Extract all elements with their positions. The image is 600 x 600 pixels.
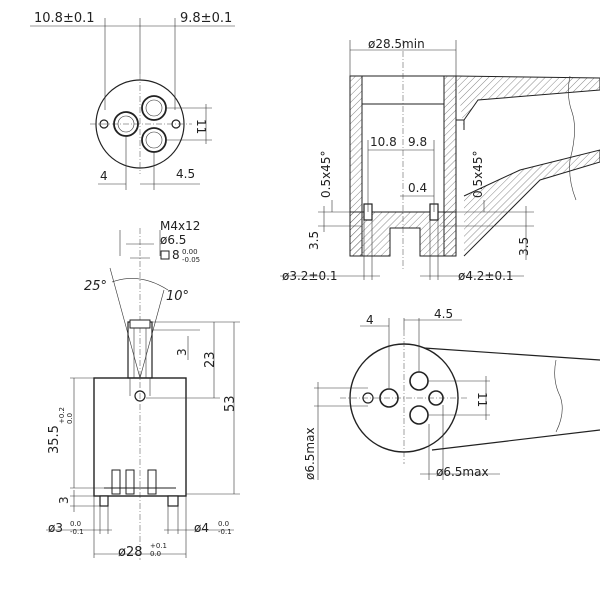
dim-28-5min: ø28.5min — [368, 37, 425, 51]
dim-11-bottom-view: 11 — [475, 392, 489, 407]
chamfer-right: 0.5x45° — [471, 151, 485, 198]
square-8-tol-upper: 0.00 — [182, 248, 198, 256]
dia-28-tol-lower: 0.0 — [150, 550, 161, 558]
pivot-pin — [134, 390, 146, 402]
dim-9-8: 9.8±0.1 — [180, 11, 232, 26]
dim-35-5-tol-lower: 0.0 — [66, 413, 74, 424]
chamfer-left: 0.5x45° — [319, 151, 333, 198]
dim-4-5-bottom-view: 4.5 — [434, 307, 453, 321]
thread-m4x12: M4x12 — [160, 219, 200, 233]
pin-hole-right — [171, 119, 181, 129]
dia-4-tol-upper: 0.0 — [218, 520, 229, 528]
top-right-view: ø28.5min 10.8 9.8 0.4 0.5x45° 0.5x45° 3.… — [280, 37, 600, 283]
top-left-view: 10.8±0.1 9.8±0.1 11 4 4.5 — [30, 11, 235, 190]
hole-left — [379, 388, 399, 408]
dim-35-5: 35.5 — [47, 425, 62, 454]
dim-3-5-left: 3.5 — [307, 231, 321, 250]
dim-3: 3 — [175, 348, 189, 356]
bottom-right-view: 4 4.5 11 ø6.5max ø6.5max — [303, 307, 600, 480]
square-symbol-icon — [160, 250, 170, 260]
dim-3-bottom: 3 — [57, 496, 71, 504]
square-8-tol-lower: -0.05 — [182, 256, 200, 264]
dia-28: ø28 — [118, 545, 143, 560]
dim-10-8: 10.8±0.1 — [34, 11, 95, 26]
square-8: 8 — [172, 248, 180, 262]
pin-left — [362, 392, 374, 404]
dim-53: 53 — [223, 395, 238, 412]
dia-6-5max-left: ø6.5max — [303, 427, 317, 480]
dim-3-2: ø3.2±0.1 — [282, 269, 338, 283]
angle-25: 25° — [84, 279, 107, 294]
dia-6-5: ø6.5 — [160, 233, 186, 247]
port-top — [141, 95, 167, 121]
dim-11: 11 — [194, 119, 208, 134]
side-view: 25° 10° M4x12 ø6.5 8 0.00 -0.05 3 23 53 … — [46, 219, 240, 560]
dim-4-bottom-view: 4 — [366, 313, 374, 327]
dim-4-2: ø4.2±0.1 — [458, 269, 514, 283]
hole-top — [409, 371, 429, 391]
pin-hole-left — [99, 119, 109, 129]
dim-0-4: 0.4 — [408, 181, 427, 195]
dia-3: ø3 — [48, 521, 63, 535]
pin-right — [428, 390, 444, 406]
port-bottom — [141, 127, 167, 153]
dim-10-8-section: 10.8 — [370, 135, 397, 149]
dim-4: 4 — [100, 169, 108, 183]
dim-35-5-tol-upper: +0.2 — [58, 407, 66, 424]
dim-3-5-right: 3.5 — [517, 237, 531, 256]
dim-23: 23 — [203, 351, 218, 368]
dia-4-tol-lower: -0.1 — [218, 528, 232, 536]
dia-4: ø4 — [194, 521, 209, 535]
dia-28-tol-upper: +0.1 — [150, 542, 167, 550]
dia-6-5max-bottom: ø6.5max — [436, 465, 489, 479]
dim-4-5: 4.5 — [176, 167, 195, 181]
angle-10: 10° — [166, 289, 189, 304]
hole-bottom — [409, 405, 429, 425]
dia-3-tol-upper: 0.0 — [70, 520, 81, 528]
dim-9-8-section: 9.8 — [408, 135, 427, 149]
dia-3-tol-lower: -0.1 — [70, 528, 84, 536]
